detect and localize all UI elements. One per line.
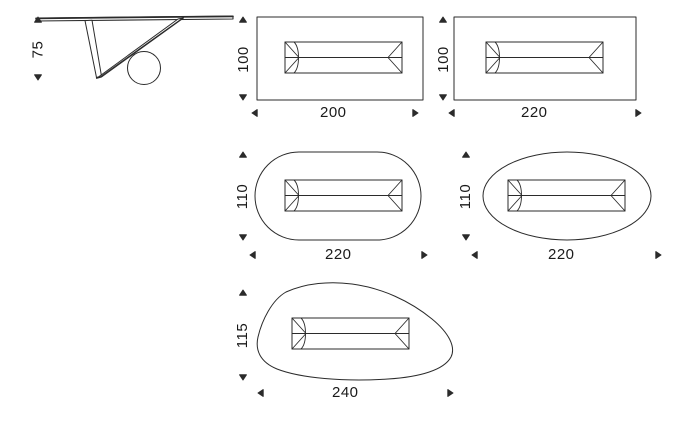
dimension-label-75-wrap: 75 [22,34,54,64]
dimension-label-110-b-wrap: 110 [450,181,482,211]
organic-240-geometry [256,282,454,381]
dimension-label-220-c: 220 [548,246,575,263]
rect-200-geometry [256,16,424,101]
dimension-label-110-b: 110 [457,183,475,209]
dimension-label-200: 200 [320,104,347,121]
dimension-label-115: 115 [234,322,252,348]
dimension-label-100-a: 100 [234,45,252,73]
dimension-label-220-a: 220 [521,104,548,121]
dimension-label-100-b: 100 [434,45,452,73]
stadium-220-geometry [254,151,422,241]
dimension-label-100-a-wrap: 100 [227,43,259,75]
dimension-label-100-b-wrap: 100 [427,43,459,75]
dimension-label-75: 75 [29,40,47,58]
ellipse-220-geometry [482,151,652,241]
dimension-label-240: 240 [332,384,359,401]
side-elevation-geometry [35,15,234,85]
dimension-label-110-a: 110 [234,183,252,209]
dimension-label-115-wrap: 115 [227,320,259,350]
dimension-label-220-b: 220 [325,246,352,263]
rect-220-geometry [453,16,637,101]
dimension-label-110-a-wrap: 110 [227,181,259,211]
